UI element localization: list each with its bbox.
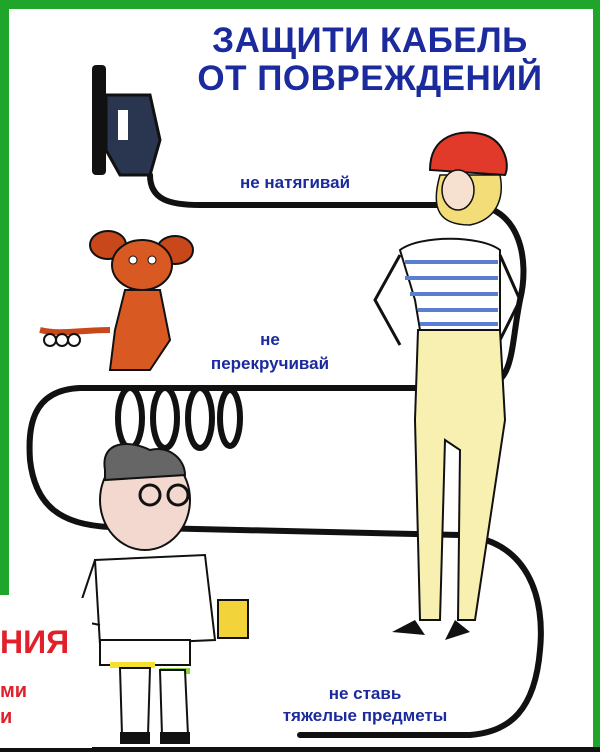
green-frame-top (0, 0, 600, 9)
label-no-heavy-objects: не ставь тяжелые предметы (260, 684, 470, 726)
woman-worker-character-icon (373, 131, 522, 640)
fragment-heading: НИЯ (0, 624, 70, 660)
poster-title: ЗАЩИТИ КАБЕЛЬ ОТ ПОВРЕЖДЕНИЙ (175, 22, 565, 98)
socket-plug-icon (92, 65, 162, 177)
label-no-twist: не перекручивай (180, 330, 360, 374)
title-line-2: ОТ ПОВРЕЖДЕНИЙ (197, 59, 543, 98)
green-frame-left (0, 0, 9, 595)
overlapping-poster-fragment: НИЯ ми и (0, 598, 92, 748)
frame-bottom-line (0, 747, 600, 752)
man-character-icon (73, 443, 249, 744)
fragment-line-2: и (0, 706, 13, 728)
cable (26, 172, 544, 738)
label-no-twist-line1: не (260, 330, 280, 349)
cable-coils (115, 385, 243, 451)
fragment-line-1: ми (0, 680, 28, 702)
label-no-heavy-line2: тяжелые предметы (282, 706, 448, 725)
label-no-heavy-line1: не ставь (328, 684, 402, 703)
mouse-character-icon (39, 230, 194, 371)
green-frame-right (593, 0, 600, 752)
label-no-stretch: не натягивай (239, 173, 351, 192)
title-line-1: ЗАЩИТИ КАБЕЛЬ (212, 21, 528, 60)
label-no-twist-line2: перекручивай (210, 354, 330, 373)
